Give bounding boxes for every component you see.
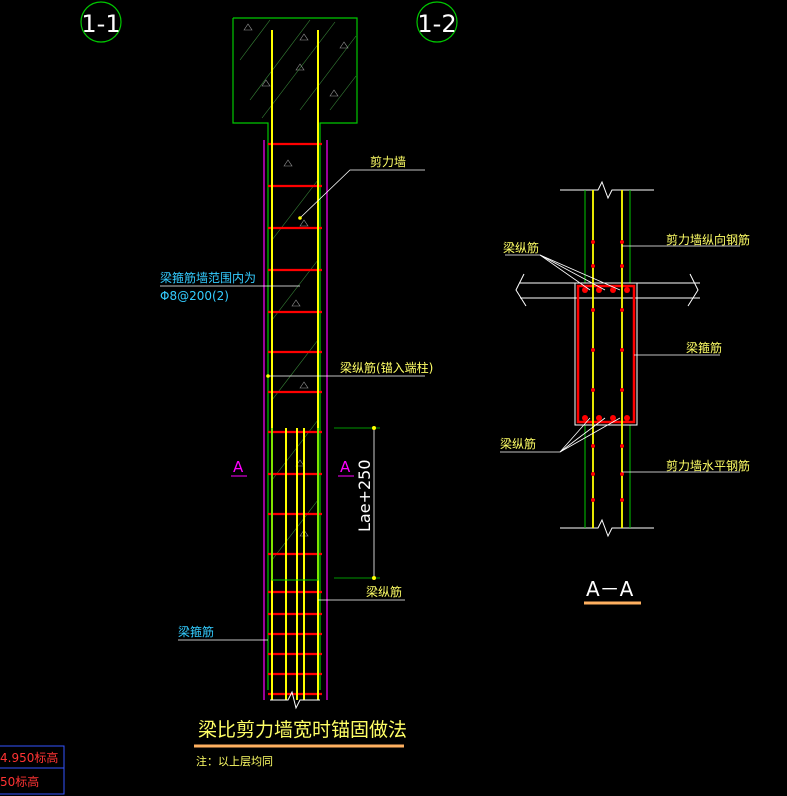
label-shear-wall: 剪力墙 xyxy=(370,154,406,169)
section-marker-1-2: 1-2 xyxy=(416,1,458,43)
vertical-rebars xyxy=(271,30,319,700)
label-wall-vertical: 剪力墙纵向钢筋 xyxy=(666,232,750,247)
lae-label: Lae+250 xyxy=(355,459,374,532)
elevation-row-1: 4.950标高 xyxy=(0,750,58,765)
label-beam-long-bottom: 梁纵筋 xyxy=(500,436,536,451)
elevation-table: 4.950标高 50标高 xyxy=(0,745,65,795)
drawing-note: 注：以上层均同 xyxy=(196,754,273,768)
svg-text:1-1: 1-1 xyxy=(81,10,120,38)
concrete-outline xyxy=(232,17,358,690)
section-title: A－A xyxy=(586,577,634,601)
label-beam-stirrup-section: 梁箍筋 xyxy=(686,340,722,355)
leaders-right xyxy=(500,245,740,473)
label-beam-long-top: 梁纵筋 xyxy=(503,240,539,255)
drawing-title: 梁比剪力墙宽时锚固做法 xyxy=(198,719,407,741)
cut-label-left: A xyxy=(233,458,244,476)
label-beam-stirrup: 梁箍筋 xyxy=(178,624,214,639)
label-stirrup-range: 梁箍筋墙范围内为 xyxy=(160,270,256,285)
svg-text:1-2: 1-2 xyxy=(417,10,456,38)
label-beam-long-anchor: 梁纵筋(锚入端柱) xyxy=(340,360,433,375)
anchor-zone-outline xyxy=(271,428,319,581)
label-wall-horizontal: 剪力墙水平钢筋 xyxy=(666,458,750,473)
beam-stirrup-section xyxy=(576,284,636,424)
break-mark xyxy=(270,690,320,710)
section-marker-1-1: 1-1 xyxy=(80,1,122,43)
wall-elevation xyxy=(232,17,358,710)
lae-dimension: Lae+250 xyxy=(334,426,380,580)
stirrups xyxy=(268,142,322,696)
elevation-row-2: 50标高 xyxy=(0,774,39,789)
leaders-left xyxy=(160,169,425,641)
label-stirrup-spec: Φ8@200(2) xyxy=(160,289,229,303)
rebar-dots xyxy=(582,240,630,502)
label-beam-long: 梁纵筋 xyxy=(366,584,402,599)
cut-label-right: A xyxy=(340,458,351,476)
